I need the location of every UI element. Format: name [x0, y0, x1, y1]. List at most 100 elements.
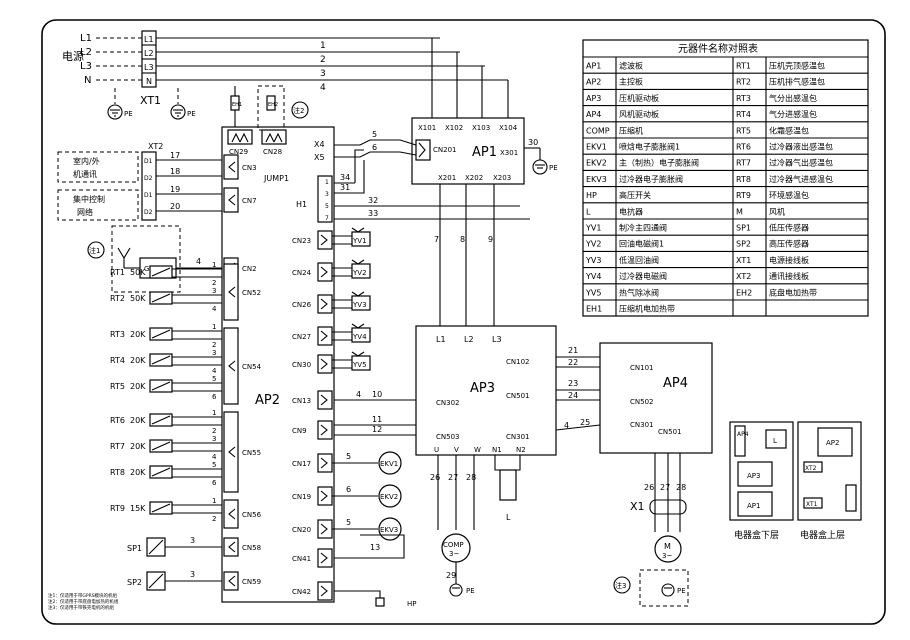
table-code: YV4	[585, 272, 601, 281]
pe-ground-icon	[532, 159, 548, 175]
table-code: RT8	[736, 175, 751, 184]
svg-text:CN101: CN101	[630, 364, 654, 372]
pe-ground-icon	[170, 104, 186, 120]
table-code: EH2	[736, 288, 752, 297]
svg-text:AP4: AP4	[737, 431, 749, 438]
svg-text:SP2: SP2	[127, 578, 142, 587]
svg-text:26: 26	[430, 473, 440, 482]
svg-text:CN102: CN102	[506, 358, 530, 366]
table-code: YV3	[585, 256, 601, 265]
sensor-name: RT4	[110, 356, 125, 365]
svg-text:W: W	[474, 446, 481, 454]
pin-label: 5	[212, 461, 216, 469]
wire-label: 5	[346, 452, 351, 461]
svg-text:CN501: CN501	[506, 392, 530, 400]
sensor-value: 50K	[130, 294, 146, 303]
ap4-label: AP4	[663, 376, 688, 391]
heater-eh2: EH2	[257, 85, 285, 131]
sensor-name: RT3	[110, 330, 125, 339]
svg-text:D2: D2	[144, 175, 153, 182]
svg-text:注2: 注2	[293, 106, 304, 115]
svg-text:SP1: SP1	[127, 544, 142, 553]
motor-x1-label: X1	[630, 500, 645, 513]
svg-text:X201: X201	[438, 174, 456, 182]
phase-n: N	[84, 75, 91, 86]
table-name: 风机驱动板	[619, 109, 659, 119]
svg-text:29: 29	[446, 571, 456, 580]
table-code: YV2	[585, 240, 601, 249]
svg-text:5: 5	[372, 130, 377, 139]
svg-text:AP2: AP2	[826, 439, 839, 447]
fan-motor-icon: M 3~	[654, 535, 682, 563]
connector-label: CN2	[242, 265, 257, 273]
connector-label: CN41	[292, 555, 311, 563]
ekv-label: EKV3	[380, 526, 398, 534]
table-name: 底盘电加热带	[769, 287, 817, 297]
footnotes: 注1：仅适用于带GPRS模块的机组 注2：仅适用于带底盘电加热的机组 注3：仅适…	[48, 592, 119, 611]
svg-text:27: 27	[660, 483, 670, 492]
svg-text:CN501: CN501	[658, 428, 682, 436]
table-name: 电抗器	[619, 206, 643, 216]
wire-label: 5	[346, 518, 351, 527]
svg-text:AP1: AP1	[747, 502, 760, 510]
connector-label: CN52	[242, 289, 261, 297]
diagram-frame	[41, 19, 886, 625]
svg-text:25: 25	[580, 418, 590, 427]
ap2-right-connectors: CN23CN24CN26CN27CN30CN13CN9CN17CN19CN20C…	[292, 175, 333, 601]
svg-text:30: 30	[528, 138, 538, 147]
solenoid-valve-label: YV4	[352, 333, 367, 341]
sensor-value: 20K	[130, 382, 146, 391]
svg-text:3: 3	[190, 536, 195, 545]
table-name: 过冷器气进感温包	[769, 174, 833, 184]
table-name: 过冷器液出感温包	[769, 142, 833, 152]
sensor-value: 20K	[130, 330, 146, 339]
svg-text:PE: PE	[549, 164, 558, 172]
table-name: 压机驱动板	[619, 93, 659, 103]
phase-l1: L1	[80, 33, 92, 44]
table-name: 滤波板	[619, 61, 643, 71]
table-code: EKV3	[586, 175, 607, 184]
pin-label: 4	[212, 367, 217, 375]
connector-label: CN3	[242, 164, 257, 172]
sensor-name: RT7	[110, 442, 125, 451]
sensor-name: RT5	[110, 382, 125, 391]
note3-callout: 注3	[613, 576, 631, 594]
pressure-sensor-sp1: SP1 3	[127, 536, 222, 557]
svg-text:X4: X4	[314, 140, 325, 149]
svg-text:11: 11	[372, 415, 382, 424]
svg-text:10: 10	[372, 390, 382, 399]
svg-text:X203: X203	[493, 174, 511, 182]
table-code: RT2	[736, 78, 751, 87]
svg-text:24: 24	[568, 391, 578, 400]
svg-text:28: 28	[676, 483, 686, 492]
svg-text:12: 12	[372, 425, 382, 434]
sensor-value: 20K	[130, 416, 146, 425]
solenoid-valve-label: YV5	[352, 361, 367, 369]
svg-text:室内/外: 室内/外	[73, 156, 100, 166]
svg-text:21: 21	[568, 346, 578, 355]
sensor-name: RT2	[110, 294, 125, 303]
wire-3: 3	[320, 69, 326, 79]
svg-text:D1: D1	[144, 158, 153, 165]
wire-1: 1	[320, 41, 326, 51]
svg-text:X103: X103	[472, 124, 490, 132]
table-code: RT6	[736, 143, 751, 152]
connector-label: CN58	[242, 544, 261, 552]
table-name: 回油电磁阀1	[619, 239, 664, 249]
pe-ground-icon	[661, 583, 675, 597]
pe-label: PE	[187, 110, 196, 118]
svg-text:N1: N1	[492, 446, 502, 454]
table-name: 环境感温包	[769, 190, 809, 200]
table-title: 元器件名称对照表	[678, 42, 758, 55]
svg-text:网络: 网络	[77, 207, 93, 217]
table-name: 通讯接线板	[769, 271, 809, 281]
svg-text:X104: X104	[499, 124, 518, 132]
table-name: 高压开关	[619, 190, 651, 200]
table-name: 风机	[769, 206, 785, 216]
comm-section: XT2 室内/外 机通讯 集中控制 网络 D1 D2 D1 D2 17 18 1…	[57, 142, 222, 221]
svg-text:27: 27	[448, 473, 458, 482]
svg-text:L2: L2	[144, 49, 154, 58]
